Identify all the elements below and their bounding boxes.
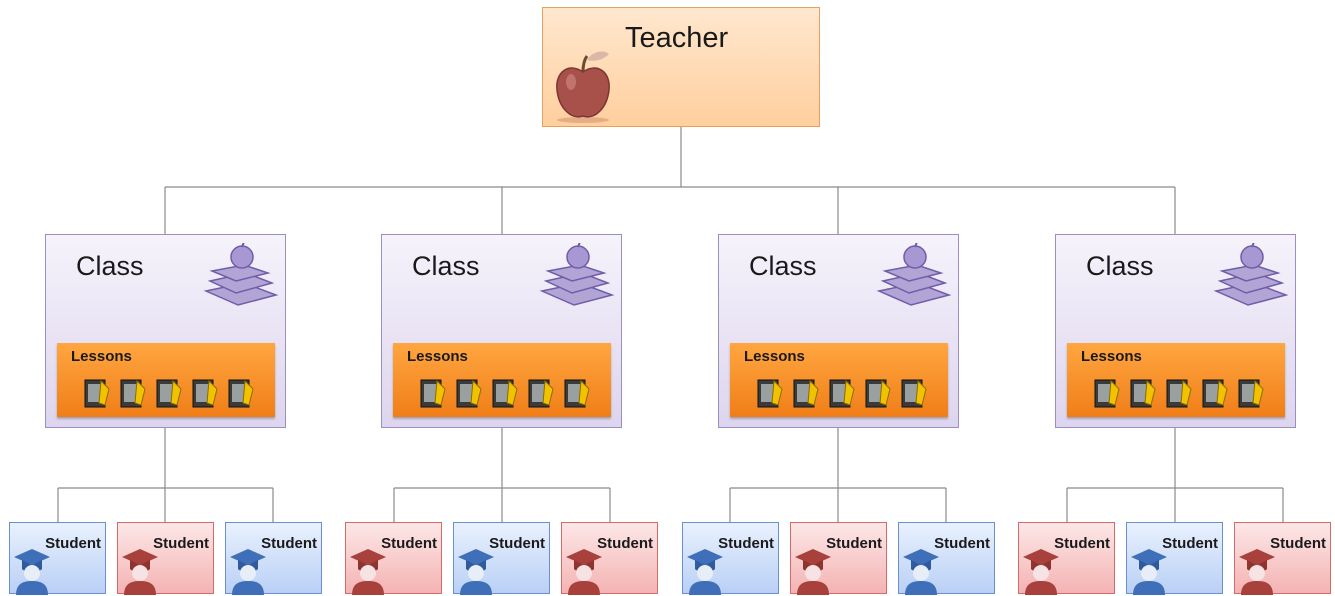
lesson-book-icon[interactable] <box>1093 377 1121 409</box>
lessons-panel: Lessons <box>57 343 275 417</box>
student-node: Student <box>1234 522 1331 595</box>
lesson-book-icon[interactable] <box>563 377 591 409</box>
lessons-panel: Lessons <box>393 343 611 417</box>
lesson-book-icon[interactable] <box>1201 377 1229 409</box>
lessons-icon-row <box>756 377 928 409</box>
class-node-1: Class Lessons <box>45 234 286 428</box>
student-node: Student <box>790 522 887 595</box>
student-label: Student <box>934 535 990 552</box>
lesson-book-icon[interactable] <box>1165 377 1193 409</box>
lessons-panel: Lessons <box>1067 343 1285 417</box>
lesson-book-icon[interactable] <box>155 377 183 409</box>
student-node: Student <box>117 522 214 595</box>
student-label: Student <box>1162 535 1218 552</box>
student-graduate-icon <box>122 549 158 595</box>
lesson-book-icon[interactable] <box>1237 377 1265 409</box>
student-graduate-icon <box>795 549 831 595</box>
student-node: Student <box>561 522 658 595</box>
student-label: Student <box>45 535 101 552</box>
student-graduate-icon <box>1023 549 1059 595</box>
student-node: Student <box>225 522 322 595</box>
student-node: Student <box>453 522 550 595</box>
lesson-book-icon[interactable] <box>527 377 555 409</box>
lesson-book-icon[interactable] <box>83 377 111 409</box>
student-node: Student <box>1126 522 1223 595</box>
student-label: Student <box>153 535 209 552</box>
lesson-book-icon[interactable] <box>419 377 447 409</box>
lesson-book-icon[interactable] <box>227 377 255 409</box>
student-graduate-icon <box>687 549 723 595</box>
lesson-book-icon[interactable] <box>864 377 892 409</box>
lessons-panel: Lessons <box>730 343 948 417</box>
lessons-icon-row <box>1093 377 1265 409</box>
class-title: Class <box>76 251 144 281</box>
student-node: Student <box>682 522 779 595</box>
lessons-icon-row <box>419 377 591 409</box>
student-node: Student <box>345 522 442 595</box>
lessons-label: Lessons <box>71 348 132 365</box>
class-title: Class <box>412 251 480 281</box>
teacher-node: Teacher <box>542 7 820 127</box>
student-graduate-icon <box>903 549 939 595</box>
lessons-label: Lessons <box>744 348 805 365</box>
class-node-4: Class Lessons <box>1055 234 1296 428</box>
student-graduate-icon <box>350 549 386 595</box>
student-label: Student <box>381 535 437 552</box>
lesson-book-icon[interactable] <box>792 377 820 409</box>
teacher-title: Teacher <box>625 22 729 54</box>
lesson-book-icon[interactable] <box>455 377 483 409</box>
student-label: Student <box>718 535 774 552</box>
lesson-book-icon[interactable] <box>1129 377 1157 409</box>
student-graduate-icon <box>1239 549 1275 595</box>
student-graduate-icon <box>458 549 494 595</box>
class-title: Class <box>749 251 817 281</box>
apple-icon <box>556 51 610 123</box>
lesson-book-icon[interactable] <box>119 377 147 409</box>
class-node-2: Class Lessons <box>381 234 622 428</box>
class-node-3: Class Lessons <box>718 234 959 428</box>
class-title: Class <box>1086 251 1154 281</box>
books-apple-icon <box>203 243 279 306</box>
student-graduate-icon <box>1131 549 1167 595</box>
student-graduate-icon <box>14 549 50 595</box>
lesson-book-icon[interactable] <box>491 377 519 409</box>
lessons-icon-row <box>83 377 255 409</box>
lesson-book-icon[interactable] <box>756 377 784 409</box>
student-label: Student <box>597 535 653 552</box>
lesson-book-icon[interactable] <box>191 377 219 409</box>
student-label: Student <box>1270 535 1326 552</box>
student-node: Student <box>9 522 106 595</box>
student-label: Student <box>826 535 882 552</box>
books-apple-icon <box>876 243 952 306</box>
lessons-label: Lessons <box>1081 348 1142 365</box>
books-apple-icon <box>539 243 615 306</box>
student-label: Student <box>1054 535 1110 552</box>
student-node: Student <box>1018 522 1115 595</box>
student-graduate-icon <box>230 549 266 595</box>
student-label: Student <box>489 535 545 552</box>
student-graduate-icon <box>566 549 602 595</box>
lesson-book-icon[interactable] <box>828 377 856 409</box>
student-label: Student <box>261 535 317 552</box>
student-node: Student <box>898 522 995 595</box>
books-apple-icon <box>1213 243 1289 306</box>
lessons-label: Lessons <box>407 348 468 365</box>
lesson-book-icon[interactable] <box>900 377 928 409</box>
